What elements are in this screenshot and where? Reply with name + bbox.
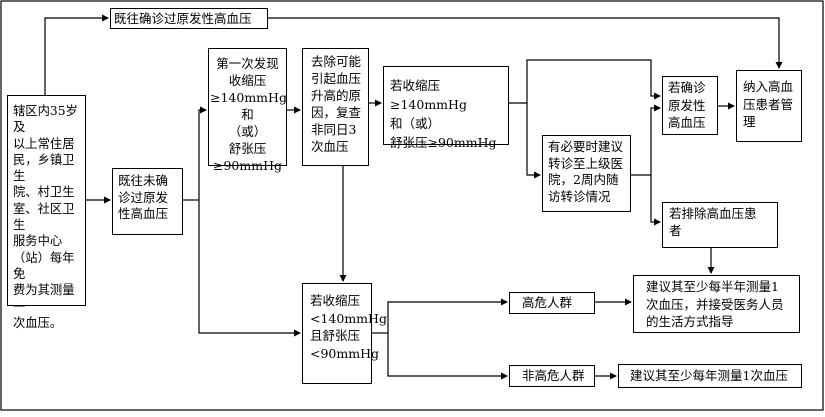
arrow-to-non-high-risk xyxy=(387,333,508,380)
node-non-high-risk: 非高危人群 xyxy=(509,365,595,387)
node-diagnosed: 既往确诊过原发性高血压 xyxy=(110,8,268,29)
arrow-to-recheck-normal xyxy=(198,200,301,337)
node-recheck-normal: 若收缩压 <140mmHg 且舒张压 <90mmHg xyxy=(302,283,387,384)
node-manage: 纳入高血 压患者管 理 xyxy=(736,70,802,142)
arrow-to-first-found xyxy=(198,106,207,200)
arrow-to-high-risk xyxy=(387,298,508,333)
node-half-year: 建议其至少每半年测量1 次血压，并接受医务人员 的生活方式指导 xyxy=(633,275,800,333)
node-excluded: 若排除高血压患 者 xyxy=(662,202,778,248)
node-yearly: 建议其至少每年测量1次血压 xyxy=(618,364,802,388)
node-remove-causes: 去除可能 引起血压 升高的原 因，复查 非同日3 次血压 xyxy=(302,48,369,166)
arrow-to-referral xyxy=(526,103,541,179)
arrow-diagnosed-to-manage xyxy=(268,17,783,69)
node-referral: 有必要时建议 转诊至上级医 院，2周内随 访转诊情况 xyxy=(542,135,631,212)
node-confirmed: 若确诊 原发性 高血压 xyxy=(662,76,718,135)
node-undiagnosed: 既往未确 诊过原发 性高血压 xyxy=(112,168,183,235)
arrow-to-confirmed xyxy=(509,59,661,104)
arrow-to-excluded xyxy=(650,175,661,226)
node-resident: 辖区内35岁及 以上常住居 民，乡镇卫生 院、村卫生 室、社区卫生 服务中心 （… xyxy=(7,95,86,330)
node-high-risk: 高危人群 xyxy=(509,292,595,314)
arrow-referral-to-confirmed xyxy=(650,104,661,175)
node-recheck-high: 若收缩压≥140mmHg 和（或） 舒张压≥90mmHg xyxy=(383,66,509,150)
node-first-found: 第一次发现 收缩压 ≥140mmHg和 （或） 舒张压 ≥90mmHg xyxy=(208,48,287,173)
arrow-resident-to-diagnosed xyxy=(44,14,109,95)
